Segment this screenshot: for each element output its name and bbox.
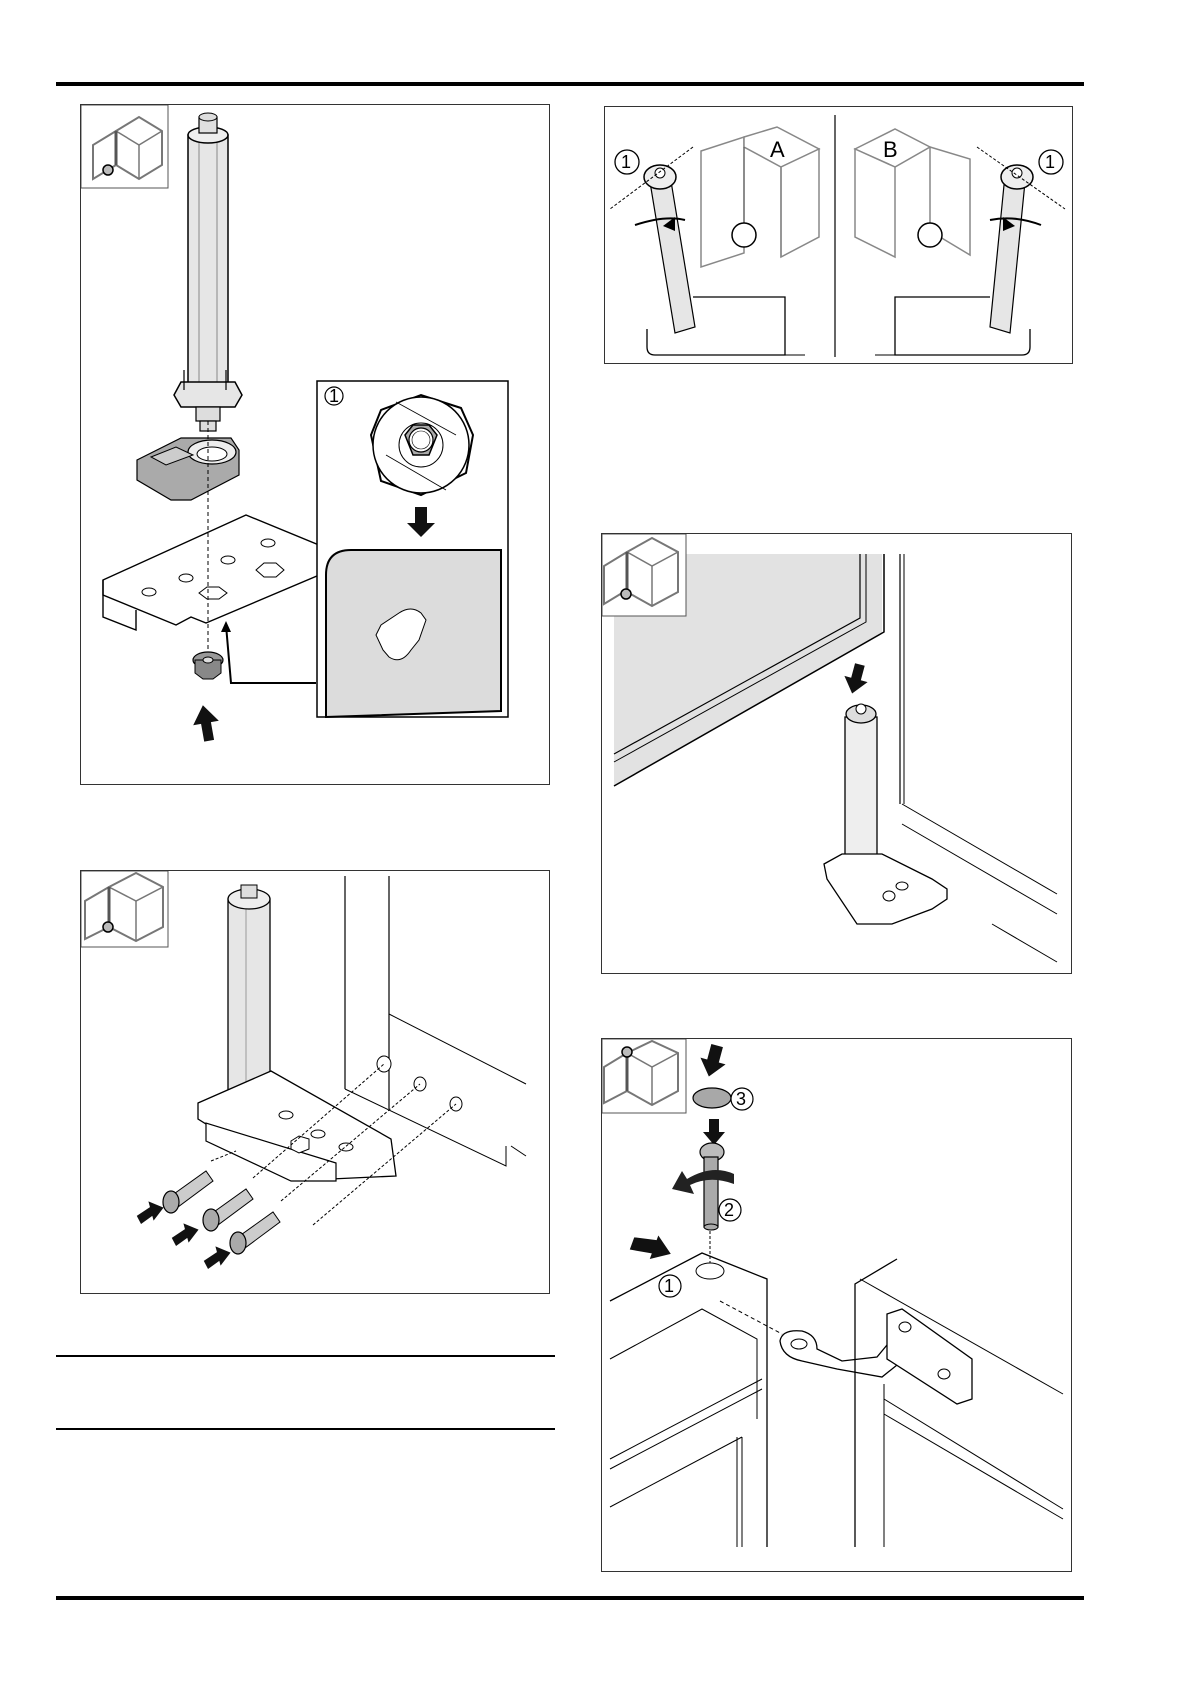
callout-3: 3 — [736, 1089, 746, 1109]
page-bottom-rule — [56, 1596, 1084, 1600]
hinge-plate-illustration — [197, 1070, 397, 1182]
flange-nut-illustration — [192, 651, 224, 680]
screws-illustration — [162, 1063, 457, 1255]
arrow-up-icon — [193, 705, 219, 742]
arrow-down-icon — [407, 507, 435, 537]
arrow-right-icon — [629, 1235, 671, 1259]
figure-rotation-variants: A 1 B 1 — [604, 106, 1073, 364]
hinge-bolt-illustration — [173, 112, 243, 432]
section-rule-top — [56, 1355, 555, 1357]
hinge-plate-illustration — [102, 421, 332, 670]
cabinet-locator-icon — [81, 871, 169, 948]
leader-line — [225, 624, 316, 684]
cover-cap-illustration — [692, 1087, 732, 1109]
callout-1: 1 — [329, 386, 339, 406]
arrow-down-icon — [700, 1043, 726, 1077]
cabinet-locator-icon — [602, 1039, 687, 1114]
callout-1-a: 1 — [621, 152, 631, 172]
callout-2: 2 — [724, 1200, 734, 1220]
arrow-down-icon — [703, 1119, 725, 1145]
variant-b: B 1 — [853, 128, 1066, 356]
variant-a: A 1 — [609, 126, 821, 356]
cabinet-locator-icon — [602, 534, 687, 617]
figure-hinge-exploded: 1 — [80, 104, 550, 785]
callout-1-b: 1 — [1045, 152, 1055, 172]
figure-door-on-hinge — [601, 533, 1072, 974]
arrow-down-icon — [844, 663, 868, 694]
figure-top-hinge: 3 2 1 — [601, 1038, 1072, 1572]
variant-b-label: B — [883, 137, 898, 162]
hinge-bolt-illustration — [823, 703, 948, 925]
arrow-right-icon — [136, 1201, 164, 1225]
detail-inset: 1 — [316, 380, 509, 719]
arrow-right-icon — [203, 1246, 231, 1270]
section-rule-bottom — [56, 1428, 555, 1430]
page-top-rule — [56, 82, 1084, 86]
arrow-right-icon — [171, 1223, 199, 1247]
cabinet-locator-icon — [81, 105, 169, 189]
variant-a-label: A — [770, 137, 785, 162]
callout-1: 1 — [664, 1276, 674, 1296]
rotate-arrow-icon — [672, 1170, 734, 1194]
spacer-block-illustration — [136, 437, 240, 501]
hinge-pin-illustration — [699, 1142, 725, 1231]
figure-screw-hinge-plate — [80, 870, 550, 1294]
